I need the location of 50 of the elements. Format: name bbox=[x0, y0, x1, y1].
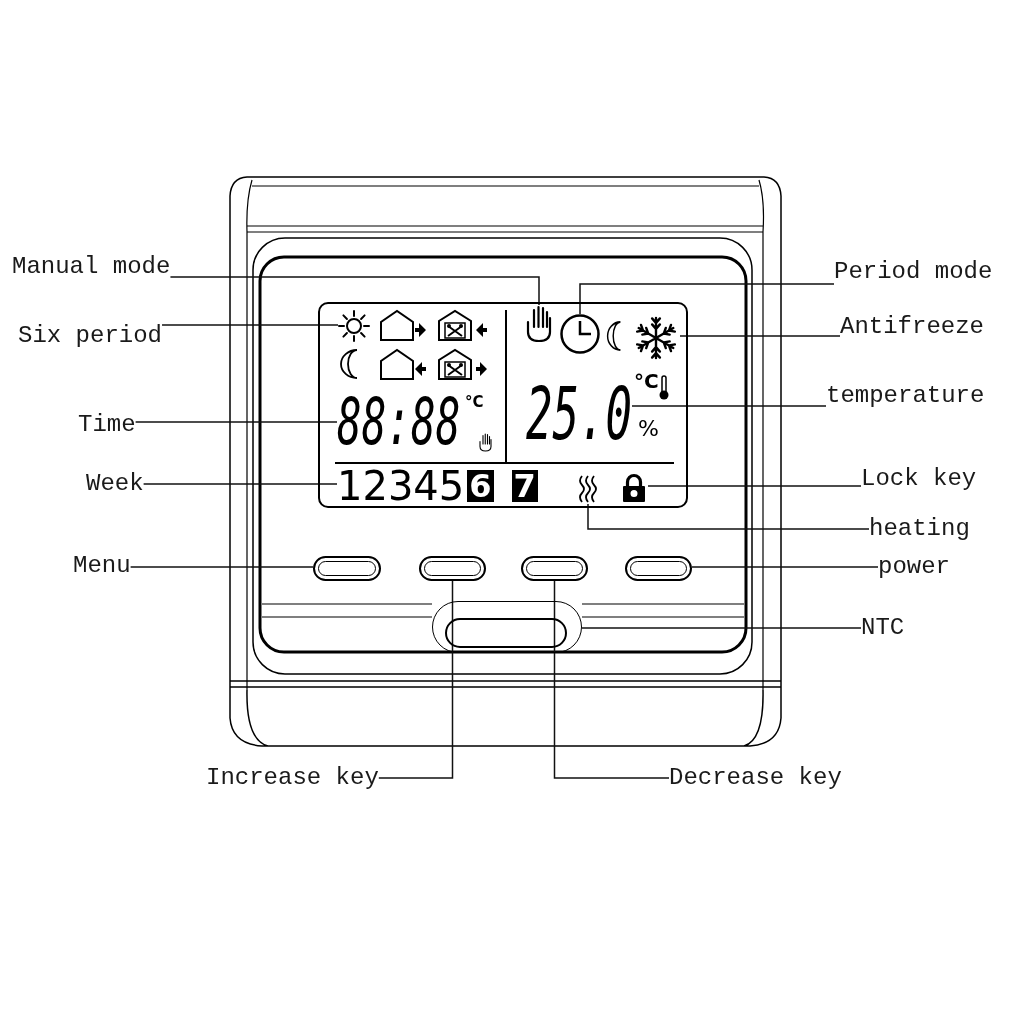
leader-line bbox=[378, 580, 454, 779]
lcd-screen bbox=[318, 302, 688, 508]
callout-label: Period mode bbox=[834, 258, 993, 286]
callout-label: Time bbox=[78, 411, 136, 439]
callout-label: Decrease key bbox=[669, 764, 842, 792]
push-button bbox=[625, 556, 692, 581]
clock-icon bbox=[560, 314, 600, 354]
leader-line bbox=[161, 324, 339, 326]
weekday-number: 3 bbox=[387, 470, 414, 502]
leader-line bbox=[647, 485, 862, 487]
leader-line bbox=[579, 283, 835, 315]
weekday-number: 1 bbox=[337, 470, 363, 502]
callout-label: Six period bbox=[18, 322, 163, 350]
heating-waves-icon bbox=[577, 474, 599, 504]
temperature-readout: 25.0 bbox=[526, 377, 632, 451]
callout-label: power bbox=[878, 553, 950, 581]
sun-icon bbox=[338, 310, 370, 342]
callout-label: Week bbox=[86, 470, 144, 498]
time-readout: 88:88 bbox=[337, 391, 461, 456]
padlock-icon bbox=[620, 473, 648, 503]
callout-label: Menu bbox=[73, 552, 131, 580]
callout-label: heating bbox=[869, 515, 970, 543]
callout-label: Manual mode bbox=[12, 253, 171, 281]
unit-label: °C bbox=[634, 371, 659, 391]
push-button bbox=[521, 556, 588, 581]
leader-line bbox=[691, 566, 879, 568]
weekday-number: 2 bbox=[362, 470, 388, 502]
leader-line bbox=[553, 580, 670, 779]
leader-line bbox=[587, 503, 870, 530]
leader-line bbox=[581, 627, 862, 629]
weekday-number: 4 bbox=[413, 470, 439, 502]
callout-label: temperature bbox=[826, 382, 985, 410]
weekday-number: 5 bbox=[438, 470, 465, 502]
callout-label: Lock key bbox=[861, 465, 977, 493]
weekday-number: 7 bbox=[511, 470, 538, 502]
hand-icon bbox=[524, 305, 554, 343]
leader-line bbox=[169, 276, 540, 306]
leader-line bbox=[142, 483, 338, 485]
unit-label: °C bbox=[465, 395, 484, 410]
leader-line bbox=[129, 566, 314, 568]
leader-line bbox=[631, 405, 827, 407]
callout-label: NTC bbox=[861, 614, 905, 642]
callout-label: Antifreeze bbox=[840, 313, 985, 341]
unit-label: % bbox=[638, 418, 659, 440]
weekday-number: 6 bbox=[467, 470, 494, 502]
push-button bbox=[313, 556, 381, 581]
leader-line bbox=[679, 335, 841, 337]
leader-line bbox=[134, 421, 338, 423]
callout-label: Increase key bbox=[206, 764, 379, 792]
push-button bbox=[419, 556, 486, 581]
